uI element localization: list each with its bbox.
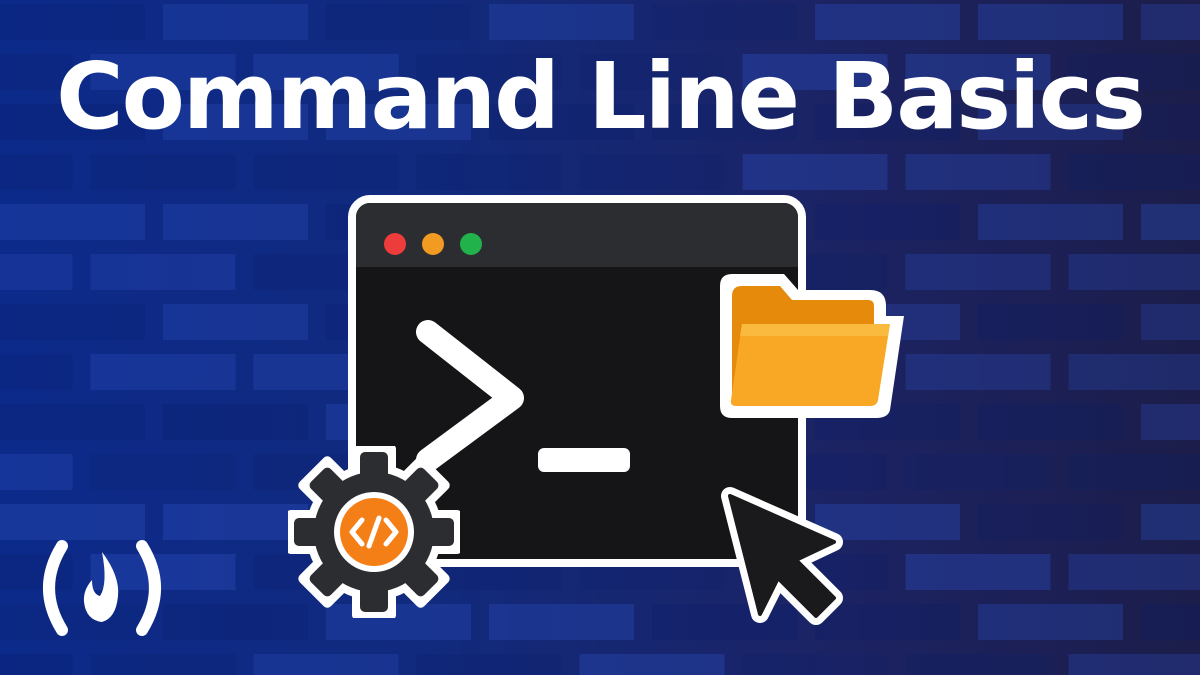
maximize-dot-icon <box>460 233 482 255</box>
freecodecamp-logo <box>43 540 161 636</box>
folder-icon <box>720 274 904 418</box>
minimize-dot-icon <box>422 233 444 255</box>
mouse-pointer-icon <box>721 487 843 625</box>
gear-code-icon <box>288 446 460 618</box>
terminal-title-bar <box>356 203 798 267</box>
close-dot-icon <box>384 233 406 255</box>
page-title: Command Line Basics <box>56 43 1146 150</box>
terminal-prompt-icon <box>416 320 630 472</box>
